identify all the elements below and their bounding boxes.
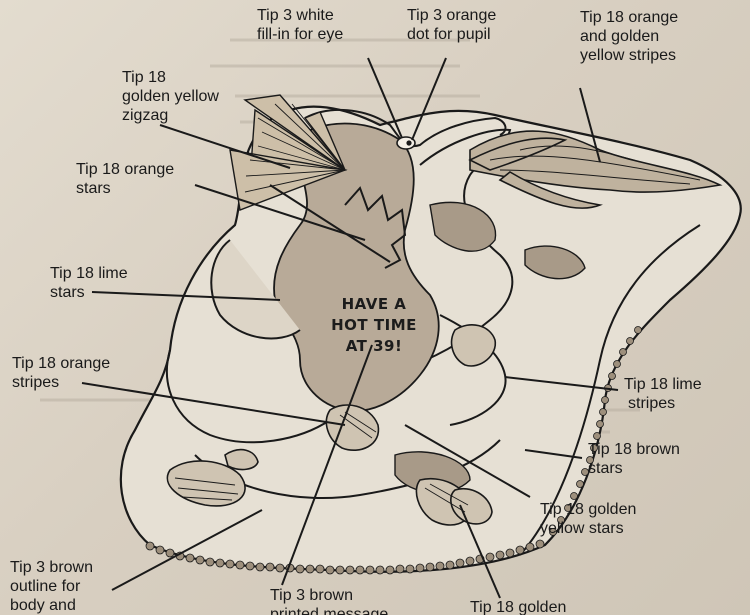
label-brown-outline-line-1: Tip 3 brown [10, 558, 93, 577]
label-brown-stars-line-2: stars [588, 459, 680, 478]
label-ogs-line-3: yellow stripes [580, 46, 678, 65]
cake-message-line-3: AT 39! [322, 336, 426, 357]
label-lime-stars-line-2: stars [50, 283, 128, 302]
label-orange-stripes-line-2: stripes [12, 373, 110, 392]
label-ogs-line-2: and golden [580, 27, 678, 46]
cake-message: HAVE A HOT TIME AT 39! [322, 294, 426, 357]
label-zigzag-line-2: golden yellow [122, 87, 219, 106]
label-orange-stars: Tip 18 orange stars [76, 160, 174, 198]
label-golden-yellow-stars: Tip 18 golden yellow stars [540, 500, 636, 538]
label-lime-stripes-line-2: stripes [624, 394, 702, 413]
label-orange-pupil-line-2: dot for pupil [407, 25, 496, 44]
label-brown-message-line-2: printed message [270, 605, 388, 615]
label-orange-pupil: Tip 3 orange dot for pupil [407, 6, 496, 44]
label-brown-outline: Tip 3 brown outline for body and [10, 558, 93, 615]
label-white-eye-line-1: Tip 3 white [257, 6, 343, 25]
cake-message-line-2: HOT TIME [322, 315, 426, 336]
label-golden-bottom-line-1: Tip 18 golden [470, 598, 566, 615]
label-orange-pupil-line-1: Tip 3 orange [407, 6, 496, 25]
label-lime-stripes: Tip 18 lime stripes [624, 375, 702, 413]
label-orange-stars-line-1: Tip 18 orange [76, 160, 174, 179]
label-white-eye: Tip 3 white fill-in for eye [257, 6, 343, 44]
label-golden-bottom: Tip 18 golden [470, 598, 566, 615]
label-brown-stars: Tip 18 brown stars [588, 440, 680, 478]
label-zigzag-line-3: zigzag [122, 106, 219, 125]
label-orange-stripes-line-1: Tip 18 orange [12, 354, 110, 373]
label-lime-stars: Tip 18 lime stars [50, 264, 128, 302]
label-white-eye-line-2: fill-in for eye [257, 25, 343, 44]
label-orange-golden-stripes: Tip 18 orange and golden yellow stripes [580, 8, 678, 65]
dragon-pupil [406, 140, 411, 145]
label-lime-stars-line-1: Tip 18 lime [50, 264, 128, 283]
label-brown-message: Tip 3 brown printed message [270, 586, 388, 615]
label-zigzag-line-1: Tip 18 [122, 68, 219, 87]
label-gys-line-1: Tip 18 golden [540, 500, 636, 519]
label-brown-message-line-1: Tip 3 brown [270, 586, 388, 605]
label-gys-line-2: yellow stars [540, 519, 636, 538]
label-orange-stripes: Tip 18 orange stripes [12, 354, 110, 392]
label-brown-stars-line-1: Tip 18 brown [588, 440, 680, 459]
label-brown-outline-line-3: body and [10, 596, 93, 615]
label-orange-stars-line-2: stars [76, 179, 174, 198]
label-brown-outline-line-2: outline for [10, 577, 93, 596]
label-ogs-line-1: Tip 18 orange [580, 8, 678, 27]
label-lime-stripes-line-1: Tip 18 lime [624, 375, 702, 394]
label-golden-zigzag: Tip 18 golden yellow zigzag [122, 68, 219, 125]
cake-message-line-1: HAVE A [322, 294, 426, 315]
